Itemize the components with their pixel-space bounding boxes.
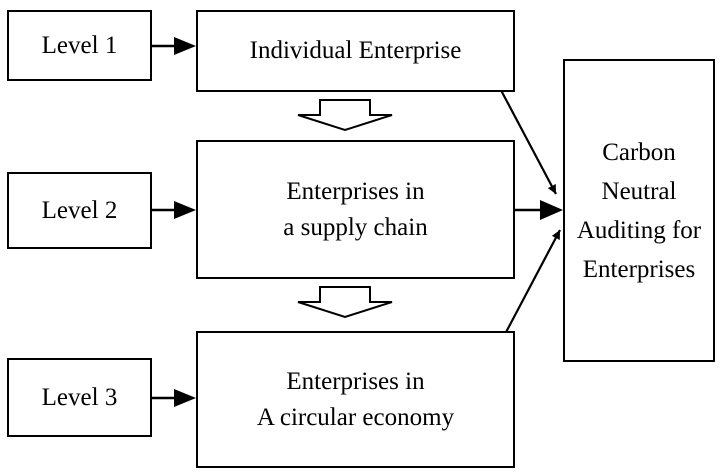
level-2-arrow [151,201,196,219]
carbon-neutral-auditing-box: Carbon Neutral Auditing for Enterprises [563,59,715,362]
supply-chain-box: Enterprises in a supply chain [196,140,515,279]
level-3-box: Level 3 [7,358,152,437]
level-3-arrow [151,389,196,407]
individual-enterprise-box: Individual Enterprise [196,10,515,92]
down-arrow-1 [297,99,393,132]
level-1-description: Individual Enterprise [249,37,462,64]
level-1-arrow [151,37,196,55]
down-arrow-2 [297,286,393,319]
level-1-label: Level 1 [41,31,118,59]
level-1-box: Level 1 [7,10,152,81]
level-2-label: Level 2 [41,196,118,224]
outcome-arrow-2 [514,200,563,220]
level-3-description-line-2: A circular economy [256,403,455,431]
circular-economy-box: Enterprises in A circular economy [196,331,515,468]
level-2-description-line-2: a supply chain [283,213,428,241]
level-3-label: Level 3 [41,383,118,411]
outcome-line-1: Carbon [602,138,676,166]
outcome-line-3: Auditing for [576,216,702,244]
outcome-line-2: Neutral [601,177,677,205]
outcome-line-4: Enterprises [582,255,696,283]
level-3-description-line-1: Enterprises in [286,367,425,395]
level-2-box: Level 2 [7,172,152,249]
level-2-description-line-1: Enterprises in [286,177,425,205]
